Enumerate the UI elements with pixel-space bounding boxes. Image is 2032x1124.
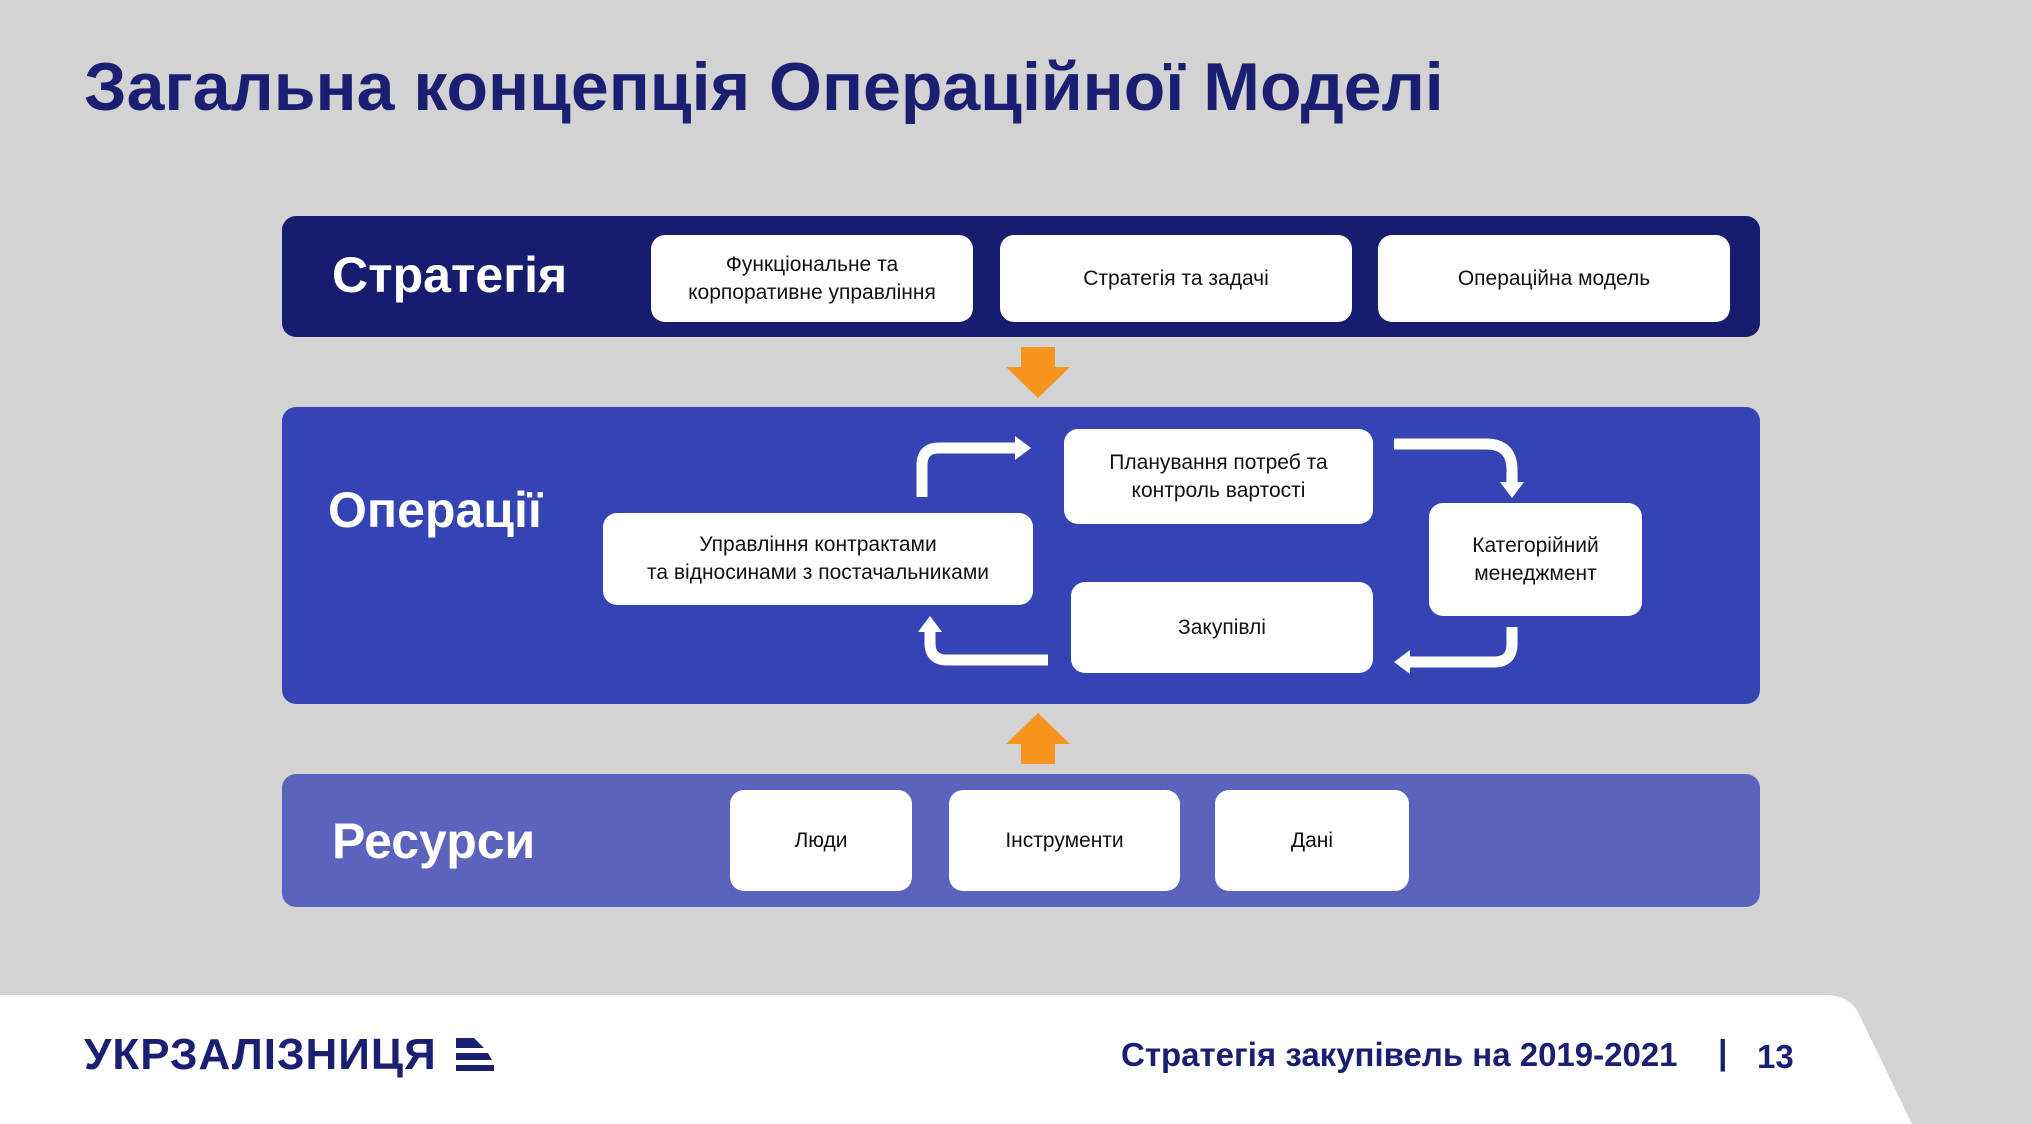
resource-box-tools: Інструменти [949, 790, 1180, 891]
category-box: Категорійний менеджмент [1429, 503, 1642, 616]
page-number: 13 [1757, 1038, 1794, 1075]
procurement-box: Закупівлі [1071, 582, 1373, 673]
cycle-arrow-icon [916, 438, 1518, 668]
resources-band: Ресурси Люди Інструменти Дані [282, 774, 1760, 907]
strategy-band: Стратегія Функціональне та корпоративне … [282, 216, 1760, 337]
arrow-up-icon [1006, 713, 1070, 764]
footer-panel [0, 995, 1912, 1124]
strategy-box-governance: Функціональне та корпоративне управління [651, 235, 973, 322]
planning-box: Планування потреб та контроль вартості [1064, 429, 1373, 524]
resource-box-data: Дані [1215, 790, 1409, 891]
resources-label: Ресурси [332, 813, 536, 869]
strategy-box-operating-model: Операційна модель [1378, 235, 1730, 322]
footer-logo-text: УКРЗАЛІЗНИЦЯ [84, 1030, 437, 1079]
strategy-box-goals: Стратегія та задачі [1000, 235, 1352, 322]
footer-separator: | [1718, 1034, 1728, 1072]
cycle-arrowhead-icons [918, 436, 1524, 674]
resource-box-people: Люди [730, 790, 912, 891]
arrow-down-icon [1006, 347, 1070, 398]
page-title: Загальна концепція Операційної Моделі [84, 49, 1444, 125]
contracts-box: Управління контрактами та відносинами з … [603, 513, 1033, 605]
operations-label: Операції [328, 482, 542, 538]
footer-subtitle: Стратегія закупівель на 2019-2021 [1121, 1036, 1678, 1073]
logo-icon [456, 1038, 494, 1071]
strategy-label: Стратегія [332, 247, 568, 303]
